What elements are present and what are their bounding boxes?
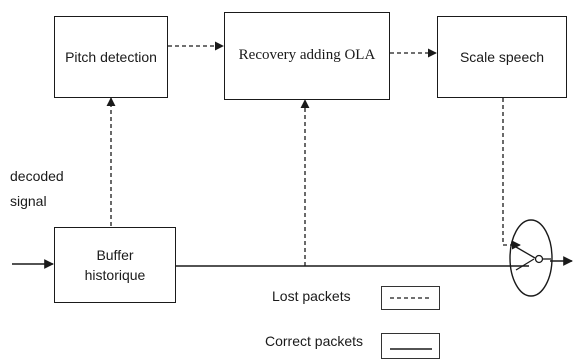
switch-contact (534, 254, 544, 264)
input-label: decoded signal (10, 168, 64, 209)
legend-dashed-line (390, 297, 432, 299)
legend-lost-label: Lost packets (272, 288, 351, 304)
switch-arm-lower (515, 258, 535, 271)
legend-solid-line (390, 348, 432, 350)
recovery-ola-block: Recovery adding OLA (224, 12, 390, 100)
legend-correct-swatch (381, 333, 440, 359)
pitch-detection-label: Pitch detection (65, 48, 157, 65)
buffer-historique-label: Buffer historique (84, 246, 146, 283)
scale-to-switch-arrow (502, 98, 521, 250)
buffer-historique-block: Buffer historique (54, 227, 176, 303)
legend-correct-label: Correct packets (265, 333, 364, 349)
switch-ellipse (509, 219, 553, 297)
recovery-ola-label: Recovery adding OLA (238, 47, 376, 64)
pitch-detection-block: Pitch detection (54, 16, 168, 98)
scale-speech-block: Scale speech (437, 16, 567, 98)
switch-arm (515, 246, 536, 259)
legend-lost-swatch (381, 286, 440, 310)
scale-speech-label: Scale speech (459, 48, 545, 65)
